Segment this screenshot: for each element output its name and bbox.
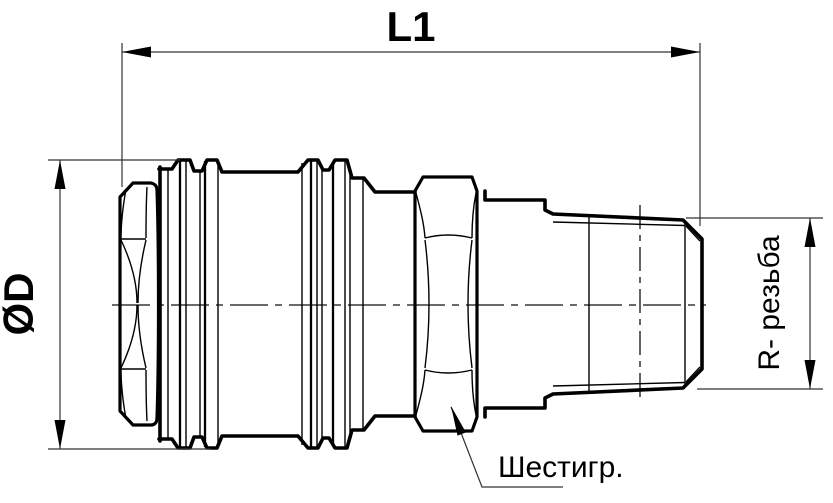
thread-root-line-top <box>552 221 686 227</box>
centerlines <box>112 205 706 401</box>
hex-end-cap <box>118 181 161 427</box>
arrowhead-right-icon <box>671 46 700 58</box>
facet-line <box>424 239 430 369</box>
facet-line <box>471 369 477 416</box>
facet-line <box>415 192 426 239</box>
thread-root-line-bottom <box>552 381 686 387</box>
hex-callout-label: Шестигр. <box>498 451 624 484</box>
arrowhead-up-icon <box>54 160 66 189</box>
ribbed-sleeve <box>157 158 417 450</box>
facet-line <box>120 369 127 420</box>
arrowhead-up-icon <box>804 218 816 247</box>
thread-detail-lines <box>552 215 701 393</box>
arrowhead-down-icon <box>804 360 816 389</box>
dimension-l1: L1 <box>121 3 701 226</box>
hex-nut-outline <box>413 175 479 433</box>
chamfer-diagonal-top <box>685 225 701 242</box>
facet-line <box>471 192 477 239</box>
dimension-thread: R- резьба <box>686 217 823 390</box>
thread-dimension-label: R- резьба <box>753 235 786 371</box>
l1-dimension-label: L1 <box>386 3 435 50</box>
facet-line <box>120 304 138 369</box>
arrowhead-down-icon <box>54 420 66 449</box>
hex-cap-outline <box>118 181 161 427</box>
hex-callout: Шестигр. <box>450 406 624 488</box>
facet-line <box>137 239 147 304</box>
facet-line <box>120 188 127 239</box>
facet-line <box>467 239 473 369</box>
diameter-dimension-label: ØD <box>0 273 42 336</box>
threaded-end <box>483 189 704 419</box>
leader-arrowhead-icon <box>451 406 466 436</box>
hex-nut <box>413 175 479 433</box>
facet-line <box>424 234 473 239</box>
hex-nut-facets <box>415 192 477 416</box>
sleeve-rib-lines <box>167 160 364 448</box>
facet-line <box>415 369 426 416</box>
facet-line <box>120 239 138 304</box>
dimension-diameter: ØD <box>0 159 211 450</box>
arrowhead-left-icon <box>122 46 151 58</box>
sleeve-top-profile <box>157 158 417 194</box>
sleeve-bottom-profile <box>157 414 417 450</box>
facet-line <box>137 304 147 369</box>
thread-outline <box>483 189 704 419</box>
facet-line <box>424 369 473 374</box>
facet-line <box>145 186 148 239</box>
chamfer-diagonal-bottom <box>685 366 701 383</box>
hex-cap-facets <box>120 186 148 422</box>
facet-line <box>145 369 148 422</box>
